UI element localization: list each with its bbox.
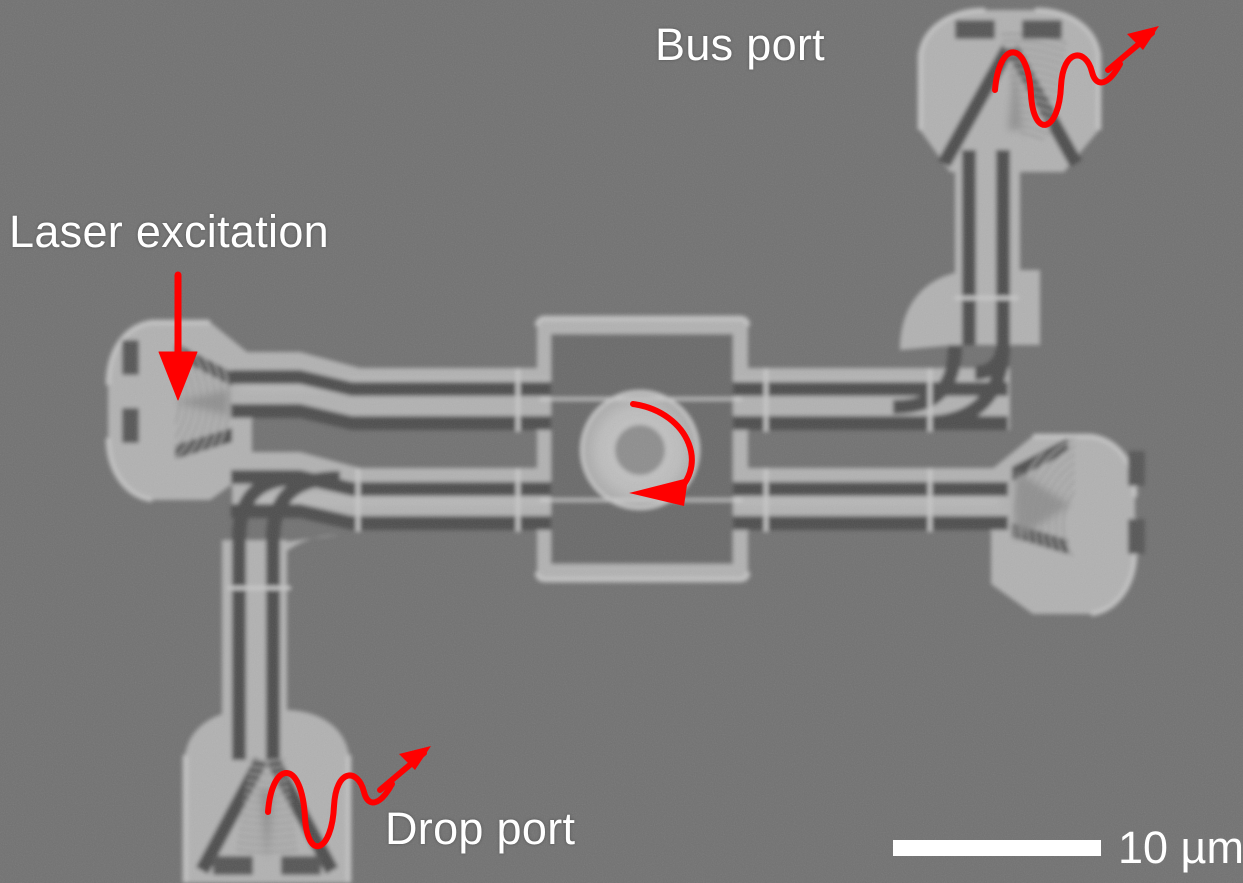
bus-port-label: Bus port (655, 19, 825, 70)
drop-port-arrowhead (399, 746, 431, 770)
ring-circulation-arrowhead (629, 478, 688, 506)
drop-port-label: Drop port (385, 803, 576, 854)
scale-bar-label: 10 µm (1118, 822, 1243, 873)
laser-excitation-arrow-marker (158, 271, 198, 401)
scale-bar: 10 µm (893, 825, 1243, 870)
laser-excitation-label: Laser excitation (9, 206, 329, 257)
anchor-pads (122, 20, 1145, 875)
scale-bar-line (893, 839, 1101, 856)
coupler-taper-shadows (175, 60, 1070, 860)
tether-bridges (228, 296, 1018, 590)
bus-port-arrowhead (1127, 26, 1159, 50)
